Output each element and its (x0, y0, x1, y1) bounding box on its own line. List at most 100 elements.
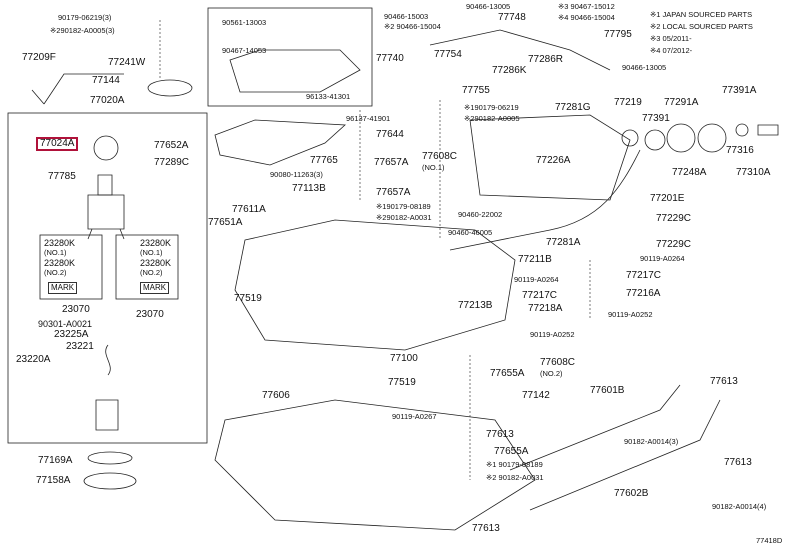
part-label[interactable]: 77657A (374, 157, 409, 168)
part-label[interactable]: 77113B (292, 183, 326, 194)
part-label[interactable]: 90179-06219(3) (58, 13, 112, 22)
lock-ring-lower (83, 472, 137, 490)
part-label[interactable]: 77020A (90, 95, 125, 106)
part-label[interactable]: 77229C (656, 213, 692, 224)
part-label[interactable]: 90119-A0264 (514, 275, 559, 284)
part-label[interactable]: 90119-A0252 (530, 330, 575, 339)
part-label[interactable]: 90182-A0014(4) (712, 502, 767, 511)
part-label[interactable]: 90301-A0021 (38, 319, 93, 329)
part-label[interactable]: ※3 90467-15012 (558, 2, 615, 11)
part-label[interactable]: 23070 (62, 304, 90, 315)
part-label[interactable]: 23280K (44, 258, 76, 268)
part-label[interactable]: 77655A (494, 446, 529, 457)
part-label[interactable]: ※290182-A0005 (464, 114, 520, 123)
part-label[interactable]: 77608C (540, 357, 576, 368)
part-label[interactable]: 77765 (310, 155, 338, 166)
part-label[interactable]: 77613 (486, 429, 514, 440)
part-label[interactable]: 23280K (44, 238, 76, 248)
part-label[interactable]: 77602B (614, 488, 649, 499)
part-label[interactable]: 77608C (422, 151, 458, 162)
part-label[interactable]: 77286R (528, 54, 564, 65)
part-label[interactable]: 23221 (66, 341, 94, 352)
part-label[interactable]: 77229C (656, 239, 692, 250)
part-label[interactable]: 90119-A0264 (640, 254, 685, 263)
part-label[interactable]: 77226A (536, 155, 571, 166)
part-label[interactable]: ※4 90466-15004 (558, 13, 615, 22)
part-label[interactable]: 77740 (376, 53, 404, 64)
part-label[interactable]: ※190179-06219 (464, 103, 519, 112)
part-label[interactable]: 77213B (458, 300, 493, 311)
part-label[interactable]: 90466-13005 (466, 2, 511, 11)
part-label[interactable]: 77655A (490, 368, 525, 379)
part-label[interactable]: 77216A (626, 288, 661, 299)
part-label[interactable]: 77601B (590, 385, 625, 396)
part-label[interactable]: 77754 (434, 49, 462, 60)
part-label[interactable]: 23280K (140, 238, 172, 248)
part-label[interactable]: 23220A (16, 354, 51, 365)
part-label[interactable]: ※2 90466-15004 (384, 22, 441, 31)
part-label[interactable]: 77158A (36, 475, 71, 486)
gasket-ring-lower (87, 451, 133, 465)
part-label[interactable]: 77613 (710, 376, 738, 387)
part-label[interactable]: 77613 (724, 457, 752, 468)
part-label[interactable]: 77219 (614, 97, 642, 108)
part-label[interactable]: 77100 (390, 353, 418, 364)
part-label[interactable]: 77291A (664, 97, 699, 108)
part-label[interactable]: 77289C (154, 157, 190, 168)
part-label[interactable]: 77611A (232, 204, 266, 215)
part-label[interactable]: ※1 90179-08189 (486, 460, 543, 469)
part-label[interactable]: 77281G (555, 102, 591, 113)
part-label-highlighted[interactable]: 77024A (36, 137, 79, 151)
part-label[interactable]: 23070 (136, 309, 164, 320)
part-label[interactable]: 77217C (626, 270, 662, 281)
part-label[interactable]: 96133-41301 (306, 92, 351, 101)
part-label[interactable]: 77241W (108, 57, 146, 68)
part-label[interactable]: 77613 (472, 523, 500, 534)
part-label[interactable]: 77391 (642, 113, 670, 124)
part-label[interactable]: ※190179-08189 (376, 202, 431, 211)
part-label[interactable]: ※290182-A0005(3) (50, 26, 115, 35)
part-label[interactable]: 90466-15003 (384, 12, 429, 21)
part-label[interactable]: 77281A (546, 237, 581, 248)
part-label[interactable]: 90182-A0014(3) (624, 437, 679, 446)
part-label[interactable]: 77651A (208, 217, 243, 228)
part-label[interactable]: 77391A (722, 85, 757, 96)
part-label[interactable]: 77248A (672, 167, 707, 178)
part-label[interactable]: ※2 90182-A0031 (486, 473, 544, 482)
part-label[interactable]: 23280K (140, 258, 172, 268)
part-label[interactable]: 90466-13005 (622, 63, 667, 72)
part-label[interactable]: 77657A (376, 187, 411, 198)
part-label[interactable]: 77606 (262, 390, 290, 401)
part-label[interactable]: 77785 (48, 171, 76, 182)
part-label[interactable]: 77519 (234, 293, 262, 304)
part-label[interactable]: 77142 (522, 390, 550, 401)
part-label[interactable]: 77209F (22, 52, 56, 63)
part-label[interactable]: 77310A (736, 167, 771, 178)
part-label[interactable]: 77211B (518, 254, 552, 265)
part-label[interactable]: 90467-14053 (222, 46, 267, 55)
part-label[interactable]: 77144 (92, 75, 120, 86)
sub-box-left (39, 234, 103, 300)
part-label[interactable]: 77218A (528, 303, 563, 314)
part-label[interactable]: 77652A (154, 140, 189, 151)
part-label[interactable]: 90080-11263(3) (270, 170, 323, 179)
part-label[interactable]: 77286K (492, 65, 527, 76)
part-label[interactable]: 77217C (522, 290, 558, 301)
part-label[interactable]: 77748 (498, 12, 526, 23)
part-label[interactable]: 23225A (54, 329, 89, 340)
part-label[interactable]: 77169A (38, 455, 73, 466)
part-label[interactable]: 77795 (604, 29, 632, 40)
part-label[interactable]: 77316 (726, 145, 754, 156)
part-label[interactable]: 90561-13003 (222, 18, 267, 27)
pump-flange (93, 135, 119, 161)
part-label[interactable]: 77201E (650, 193, 685, 204)
part-label[interactable]: 77644 (376, 129, 404, 140)
part-label[interactable]: 77519 (388, 377, 416, 388)
part-label[interactable]: 77755 (462, 85, 490, 96)
part-label[interactable]: 90119-A0252 (608, 310, 653, 319)
part-label[interactable]: 96137-41901 (346, 114, 391, 123)
part-label[interactable]: ※290182-A0031 (376, 213, 432, 222)
part-label[interactable]: 90119-A0267 (392, 412, 437, 421)
part-label[interactable]: 90460-22002 (458, 210, 503, 219)
part-label[interactable]: 90460-46005 (448, 228, 493, 237)
